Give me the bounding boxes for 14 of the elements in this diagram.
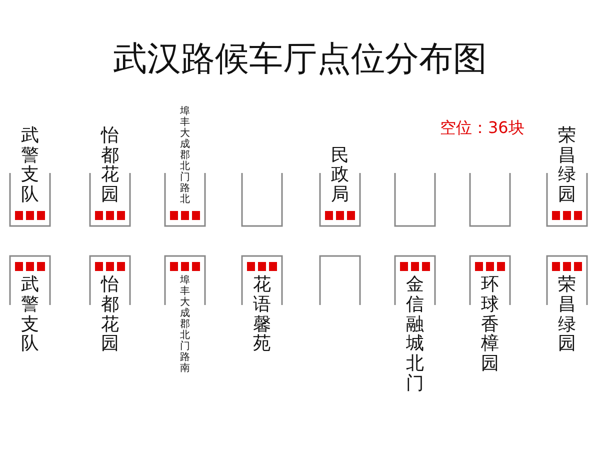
- stop-name: 埠丰大成郡北门路南: [180, 275, 190, 374]
- stop-name: 埠丰大成郡北门路北: [180, 106, 190, 205]
- stop-name: 民政局: [331, 146, 349, 205]
- stop-name: 花语馨苑: [253, 275, 271, 354]
- stop-name: 武警支队: [21, 275, 39, 354]
- vacancy-note: 空位：36块: [440, 118, 524, 139]
- stop-name: 怡都花园: [101, 275, 119, 354]
- stop-name: 怡都花园: [101, 126, 119, 205]
- stop-name: 荣昌绿园: [558, 275, 576, 354]
- stop-name: 金信融城北门: [406, 275, 424, 394]
- stop-name: 荣昌绿园: [558, 126, 576, 205]
- stop-name: 武警支队: [21, 126, 39, 205]
- stop-name: 环球香樟园: [481, 275, 499, 374]
- diagram-title: 武汉路候车厅点位分布图: [112, 38, 488, 81]
